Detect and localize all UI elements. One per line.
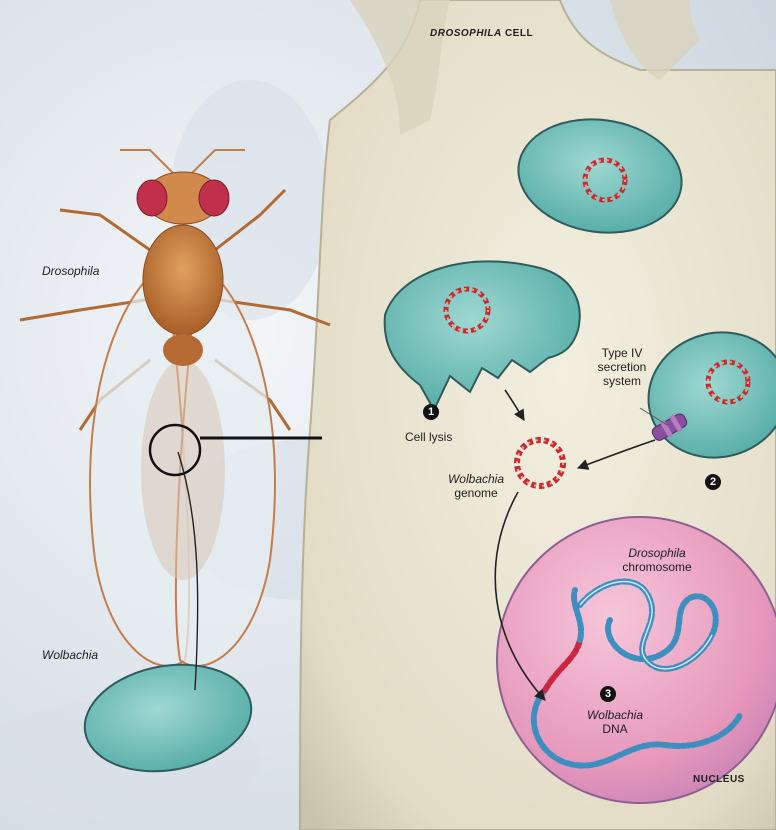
drosophila-label: Drosophila <box>42 264 99 278</box>
cell-title-rest: CELL <box>502 28 533 39</box>
wolbachia-label: Wolbachia <box>42 648 98 662</box>
step-1-badge: 1 <box>423 404 439 420</box>
secretion-system-label: Type IV secretion system <box>582 346 662 388</box>
cell-lysis-label: Cell lysis <box>405 430 452 444</box>
chromosome-label-rest: chromosome <box>612 560 702 574</box>
dna-label-italic: Wolbachia <box>580 708 650 722</box>
cell-title-italic: DROSOPHILA <box>430 28 502 39</box>
fly-thorax <box>143 225 223 335</box>
dna-label-rest: DNA <box>580 722 650 736</box>
cell-title: DROSOPHILA CELL <box>430 27 533 41</box>
nucleus-label: NUCLEUS <box>693 773 745 787</box>
step-3-badge: 3 <box>600 686 616 702</box>
genome-label-rest: genome <box>440 486 512 500</box>
fly-eye-right <box>199 180 229 216</box>
chromosome-label-italic: Drosophila <box>612 546 702 560</box>
genome-label-italic: Wolbachia <box>440 472 512 486</box>
secretion-line-2: secretion <box>582 360 662 374</box>
wolbachia-dna-label: Wolbachia DNA <box>580 708 650 736</box>
fly-scutellum <box>163 334 203 366</box>
drosophila-chromosome-label: Drosophila chromosome <box>612 546 702 574</box>
wolbachia-genome-label: Wolbachia genome <box>440 472 512 500</box>
secretion-line-3: system <box>582 374 662 388</box>
secretion-line-1: Type IV <box>582 346 662 360</box>
step-2-badge: 2 <box>705 474 721 490</box>
fly-eye-left <box>137 180 167 216</box>
